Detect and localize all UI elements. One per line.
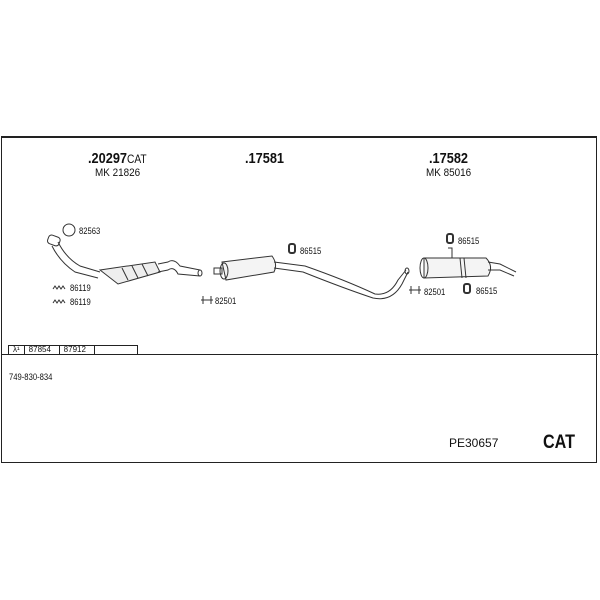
label-clamp: 82501 <box>424 287 446 297</box>
rubber-hanger-icon <box>463 283 471 294</box>
diagram-frame <box>1 136 597 463</box>
catalytic-converter <box>98 261 161 285</box>
ref-cell <box>93 345 138 355</box>
middle-pipe <box>273 261 409 300</box>
front-pipe <box>51 241 101 279</box>
divider <box>1 354 598 355</box>
set-id: PE30657 <box>449 436 499 450</box>
tailpipe <box>487 261 517 277</box>
label-hanger: 86515 <box>300 246 322 256</box>
clamp-icon <box>409 286 421 294</box>
label-hanger: 86515 <box>458 236 480 246</box>
type-label: CAT <box>543 432 575 453</box>
reference-table: λ¹ 87854 87912 <box>8 345 138 355</box>
lambda-symbol: λ¹ <box>8 345 25 355</box>
mk-rear: MK 85016 <box>426 167 472 179</box>
label-spring: 86119 <box>70 297 91 307</box>
part-number-middle: .17581 <box>245 150 285 167</box>
spring-icon <box>52 299 66 304</box>
label-spring: 86119 <box>70 283 91 293</box>
spring-icon <box>52 285 66 290</box>
vehicle-code: 749-830-834 <box>9 372 53 382</box>
clamp-icon <box>201 296 213 304</box>
middle-muffler <box>221 255 277 281</box>
rubber-hanger-icon <box>446 233 454 244</box>
ref-cell: 87854 <box>23 345 60 355</box>
label-hanger: 86515 <box>476 286 498 296</box>
flange-icon <box>46 234 61 247</box>
cat-outlet-pipe <box>157 260 201 277</box>
ring-gasket-icon <box>62 223 76 237</box>
part-number-rear: .17582 <box>429 150 469 167</box>
label-ring: 82563 <box>79 226 101 236</box>
ref-cell: 87912 <box>58 345 95 355</box>
label-clamp: 82501 <box>215 296 237 306</box>
part-number-catalyst: .20297CAT <box>88 150 147 167</box>
mk-catalyst: MK 21826 <box>95 167 141 179</box>
rear-muffler <box>423 257 492 279</box>
rubber-hanger-icon <box>288 243 296 254</box>
